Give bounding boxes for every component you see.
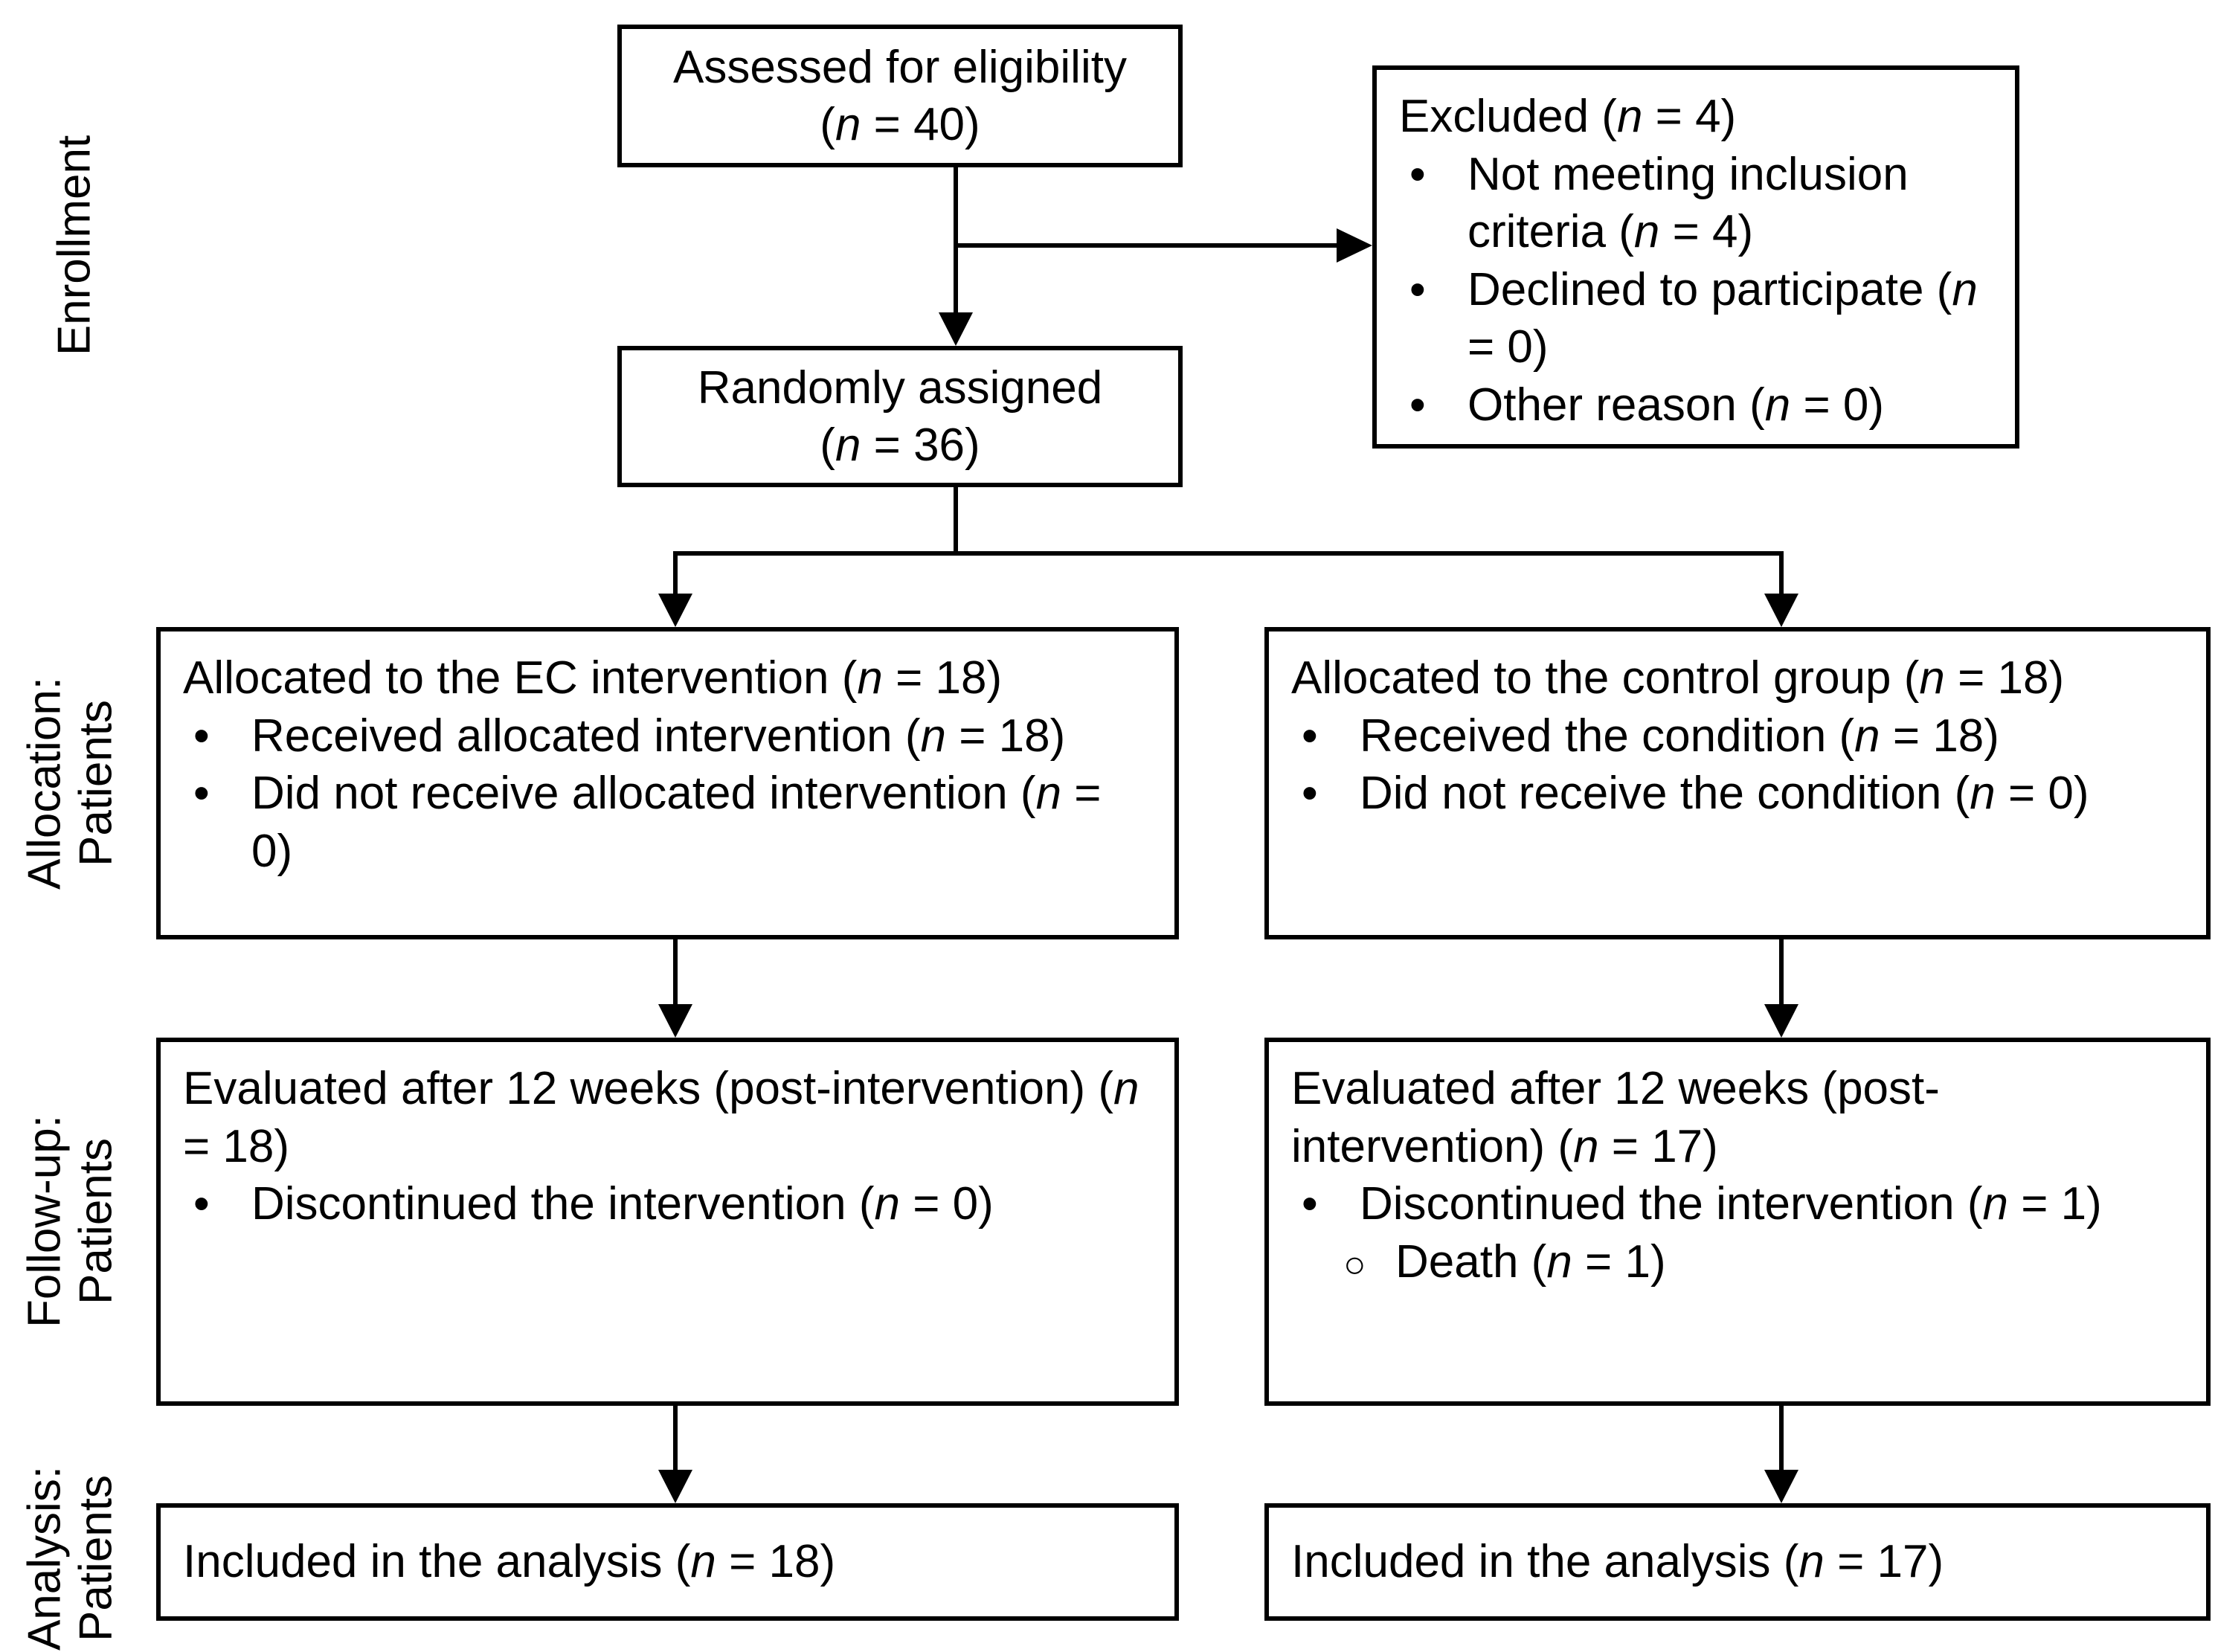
connector-follow-to-analysis-right xyxy=(1779,1406,1784,1474)
item-text: Declined to participate (n = 0) xyxy=(1467,263,1978,373)
item-text: Discontinued the intervention (n = 0) xyxy=(251,1178,994,1230)
box-included-analysis-intervention: Included in the analysis (n = 18) xyxy=(156,1503,1179,1621)
connector-assessed-to-randomized xyxy=(954,167,958,315)
split-line xyxy=(673,551,1784,556)
bullet-icon: • xyxy=(193,768,210,819)
bullet-icon: • xyxy=(1302,768,1318,819)
bullet-icon: • xyxy=(1409,148,1426,200)
item-text: Did not receive the condition (n = 0) xyxy=(1360,768,2089,819)
arrowhead-down-icon xyxy=(1764,594,1798,627)
box-follow-left-title: Evaluated after 12 weeks (post-intervent… xyxy=(183,1063,1139,1172)
box-alloc-right-items: • Received the condition (n = 18) • Did not… xyxy=(1291,707,2176,823)
item-text: Received the condition (n = 18) xyxy=(1360,710,1999,762)
item-text: Did not receive allocated intervention (… xyxy=(251,768,1102,877)
connector-follow-to-analysis-left xyxy=(673,1406,678,1474)
connector-alloc-to-follow-right xyxy=(1779,939,1784,1008)
stage-label-analysis: Analysis: Patients xyxy=(19,1465,122,1651)
list-item: ○ Death (n = 1) xyxy=(1339,1233,2176,1291)
connector-alloc-to-follow-left xyxy=(673,939,678,1008)
bullet-icon: • xyxy=(1302,1178,1318,1230)
box-evaluated-intervention-group: Evaluated after 12 weeks (post-intervent… xyxy=(156,1038,1179,1406)
box-follow-right-title: Evaluated after 12 weeks (post-intervent… xyxy=(1291,1063,1940,1172)
list-item: • Discontinued the intervention (n = 1) xyxy=(1291,1175,2176,1233)
box-assessed-text: Assessed for eligibility(n = 40) xyxy=(673,41,1127,151)
item-text: Received allocated intervention (n = 18) xyxy=(251,710,1066,762)
circle-icon: ○ xyxy=(1343,1242,1366,1285)
item-text: Other reason (n = 0) xyxy=(1467,379,1885,431)
item-text: Not meeting inclusion criteria (n = 4) xyxy=(1467,148,1909,258)
list-item: • Declined to participate (n = 0) xyxy=(1399,261,1985,376)
connector-randomized-to-split xyxy=(954,487,958,556)
list-item: • Not meeting inclusion criteria (n = 4) xyxy=(1399,146,1985,261)
box-alloc-left-items: • Received allocated intervention (n = 18… xyxy=(183,707,1145,881)
list-item: • Discontinued the intervention (n = 0) xyxy=(183,1175,1145,1233)
item-text: Discontinued the intervention (n = 1) xyxy=(1360,1178,2102,1230)
stage-label-allocation: Allocation: Patients xyxy=(19,676,122,890)
arrowhead-down-icon xyxy=(1764,1004,1798,1038)
box-analysis-right-text: Included in the analysis (n = 17) xyxy=(1291,1536,1944,1588)
arrowhead-down-icon xyxy=(1764,1470,1798,1503)
arrowhead-right-icon xyxy=(1337,228,1372,263)
connector-split-to-alloc-right xyxy=(1779,551,1784,597)
stage-label-enrollment: Enrollment xyxy=(48,135,100,356)
box-follow-left-items: • Discontinued the intervention (n = 0) xyxy=(183,1175,1145,1233)
box-included-analysis-control: Included in the analysis (n = 17) xyxy=(1264,1503,2211,1621)
box-follow-right-items: • Discontinued the intervention (n = 1) ○ D… xyxy=(1291,1175,2176,1291)
bullet-icon: • xyxy=(193,710,210,762)
bullet-icon: • xyxy=(1409,263,1426,315)
box-excluded-title: Excluded (n = 4) xyxy=(1399,91,1737,142)
bullet-icon: • xyxy=(193,1178,210,1230)
connector-to-excluded xyxy=(956,243,1337,248)
box-assessed-for-eligibility: Assessed for eligibility(n = 40) xyxy=(617,25,1183,167)
box-evaluated-control-group: Evaluated after 12 weeks (post-intervent… xyxy=(1264,1038,2211,1406)
item-text: Death (n = 1) xyxy=(1395,1235,1666,1288)
box-excluded-items: •Not meeting inclusion criteria (n = 4)•… xyxy=(1399,146,1985,434)
box-analysis-left-text: Included in the analysis (n = 18) xyxy=(183,1536,836,1588)
arrowhead-down-icon xyxy=(658,594,692,627)
list-item: • Other reason (n = 0) xyxy=(1399,376,1985,434)
arrowhead-down-icon xyxy=(658,1470,692,1503)
box-randomized-text: Randomly assigned(n = 36) xyxy=(697,361,1103,472)
box-excluded: Excluded (n = 4) • Not meeting inclusion … xyxy=(1372,65,2019,449)
list-item: • Did not receive allocated intervention … xyxy=(183,765,1145,880)
box-randomly-assigned: Randomly assigned(n = 36) xyxy=(617,346,1183,487)
list-item: • Did not receive the condition (n = 0) xyxy=(1291,765,2176,823)
box-alloc-right-title: Allocated to the control group (n = 18) xyxy=(1291,652,2065,704)
box-alloc-left-title: Allocated to the EC intervention (n = 18… xyxy=(183,652,1003,704)
box-allocated-control-group: Allocated to the control group (n = 18) … xyxy=(1264,627,2211,939)
arrowhead-down-icon xyxy=(939,312,973,346)
arrowhead-down-icon xyxy=(658,1004,692,1038)
box-allocated-ec-intervention: Allocated to the EC intervention (n = 18… xyxy=(156,627,1179,939)
connector-split-to-alloc-left xyxy=(673,551,678,597)
bullet-icon: • xyxy=(1409,379,1426,431)
list-item: • Received the condition (n = 18) xyxy=(1291,707,2176,765)
bullet-icon: • xyxy=(1302,710,1318,762)
stage-label-follow-up: Follow-up: Patients xyxy=(19,1115,122,1328)
list-item: • Received allocated intervention (n = 18… xyxy=(183,707,1145,765)
